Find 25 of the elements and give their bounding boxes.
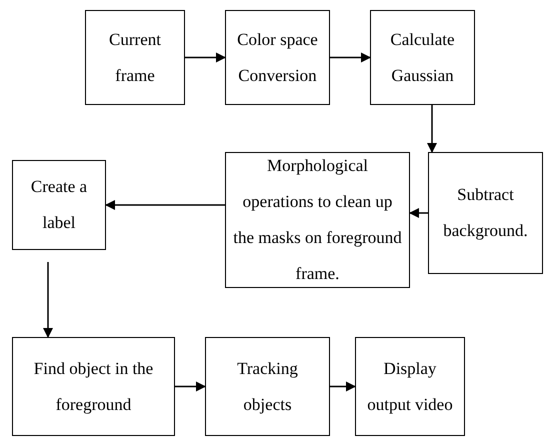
process-box (225, 10, 330, 105)
arrow (409, 208, 428, 218)
step-text: Find object in the foreground (32, 358, 154, 416)
step-text: Calculate Gaussian (389, 28, 456, 86)
step-text: Tracking objects (236, 358, 299, 416)
arrow (330, 52, 371, 62)
process-box (12, 160, 106, 250)
step-text: Create a label (30, 176, 88, 234)
arrow (185, 52, 226, 62)
process-box (205, 337, 330, 436)
process-box (12, 337, 175, 436)
step-text: Subtract background. (442, 184, 529, 242)
step-text: Current frame (108, 28, 162, 86)
process-box (370, 10, 475, 105)
arrow (330, 382, 356, 392)
step-text: Display output video (366, 358, 454, 416)
arrow (175, 382, 206, 392)
process-box (85, 10, 185, 105)
process-box (428, 152, 543, 274)
arrow (427, 105, 437, 153)
step-text: Color space Conversion (236, 28, 319, 86)
arrow (43, 262, 53, 338)
step-text: Morphological operations to clean up the masks on foreground frame. (232, 155, 403, 285)
arrow (105, 200, 225, 210)
process-box (355, 337, 465, 436)
